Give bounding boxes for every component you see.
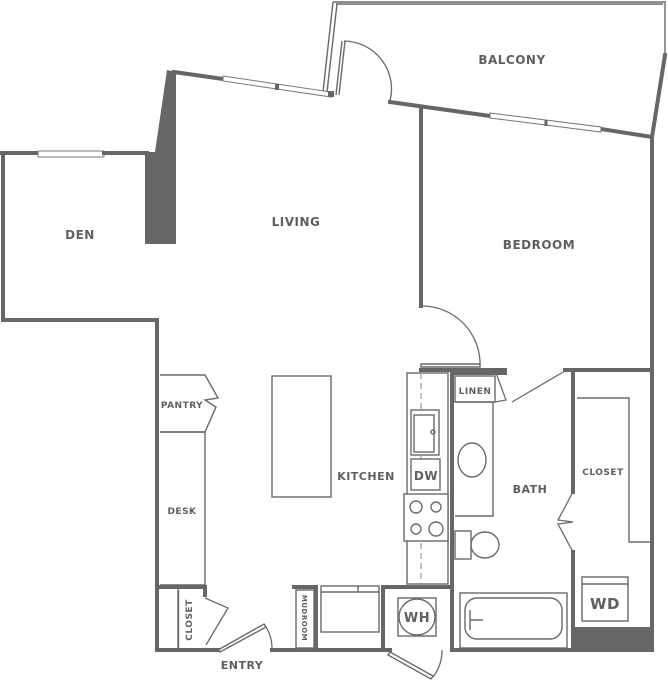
balcony-door-swing — [343, 40, 393, 102]
bedroom-door-leaf — [420, 363, 481, 368]
living-window-mullion — [275, 84, 279, 90]
tub-basin — [464, 597, 563, 640]
den-window — [37, 150, 105, 158]
burner-icon — [409, 500, 423, 514]
closet-bifold-door — [556, 491, 574, 553]
bath-area — [450, 370, 654, 652]
mudroom-bench — [295, 589, 315, 649]
room-label-entry: ENTRY — [221, 659, 264, 672]
burner-icon — [410, 523, 422, 535]
balcony-wall-right — [598, 126, 655, 140]
toilet-bowl — [470, 531, 500, 559]
closet-floor-solid — [575, 627, 654, 651]
balcony-door-jamb — [335, 40, 343, 96]
bedroom-closet — [575, 397, 654, 651]
balcony-left-rail-inner — [326, 3, 338, 93]
living-window-corner — [328, 91, 334, 97]
water-heater-label: WH — [404, 611, 430, 626]
washer-dryer-label: WD — [590, 595, 620, 613]
mudroom-wall — [292, 585, 318, 652]
sink-faucet-icon — [430, 429, 436, 435]
vanity-sink — [457, 442, 487, 478]
vanity — [455, 401, 494, 517]
room-label-bath: BATH — [513, 483, 548, 496]
room-label-mudroom: MUDROOM — [300, 595, 308, 641]
burner-icon — [430, 501, 442, 513]
entry-closet-wall — [155, 585, 207, 597]
wh-door-leaf — [386, 651, 435, 680]
balcony-railing — [333, 1, 666, 55]
kitchen-island — [271, 375, 332, 498]
room-label-linen: LINEN — [459, 387, 492, 397]
room-label-living: LIVING — [272, 215, 321, 229]
closet-door-leaf — [204, 597, 229, 646]
wh-door-swing — [432, 649, 443, 678]
kitchen-area — [160, 372, 454, 652]
tub-faucet-icon — [469, 610, 483, 630]
living-top-wall — [171, 69, 226, 82]
structural-column — [145, 70, 176, 244]
entry-area — [155, 585, 454, 680]
balcony-wall-left — [387, 99, 493, 119]
balcony-left-rail — [322, 1, 334, 93]
exterior-walls — [0, 69, 654, 652]
room-label-balcony: BALCONY — [478, 53, 545, 67]
room-label-kitchen: KITCHEN — [337, 470, 395, 483]
room-label-den: DEN — [65, 228, 95, 242]
room-label-entry-closet: CLOSET — [185, 599, 195, 641]
room-label-bedroom-closet: CLOSET — [582, 468, 624, 478]
bath-door-leaf — [511, 370, 566, 403]
room-label-pantry: PANTRY — [161, 401, 203, 411]
closet-shelf — [577, 397, 652, 543]
water-heater-tank — [398, 598, 436, 636]
room-label-bedroom: BEDROOM — [503, 238, 575, 252]
room-label-desk: DESK — [167, 507, 197, 517]
dishwasher — [410, 458, 441, 491]
balcony-area — [322, 1, 668, 140]
dishwasher-label: DW — [414, 469, 438, 483]
balcony-door-jamb2 — [338, 40, 346, 96]
toilet-tank — [454, 530, 472, 560]
balcony-right-wall — [649, 52, 668, 140]
den-left-wall — [1, 151, 159, 652]
entry-closet-shelf — [177, 589, 180, 649]
bedroom-door-swing — [420, 305, 481, 367]
burner-icon — [428, 521, 444, 537]
entry-door-leaf — [216, 623, 268, 653]
linen-door — [494, 372, 507, 403]
storage-cabinet — [320, 585, 380, 633]
range — [403, 493, 449, 542]
